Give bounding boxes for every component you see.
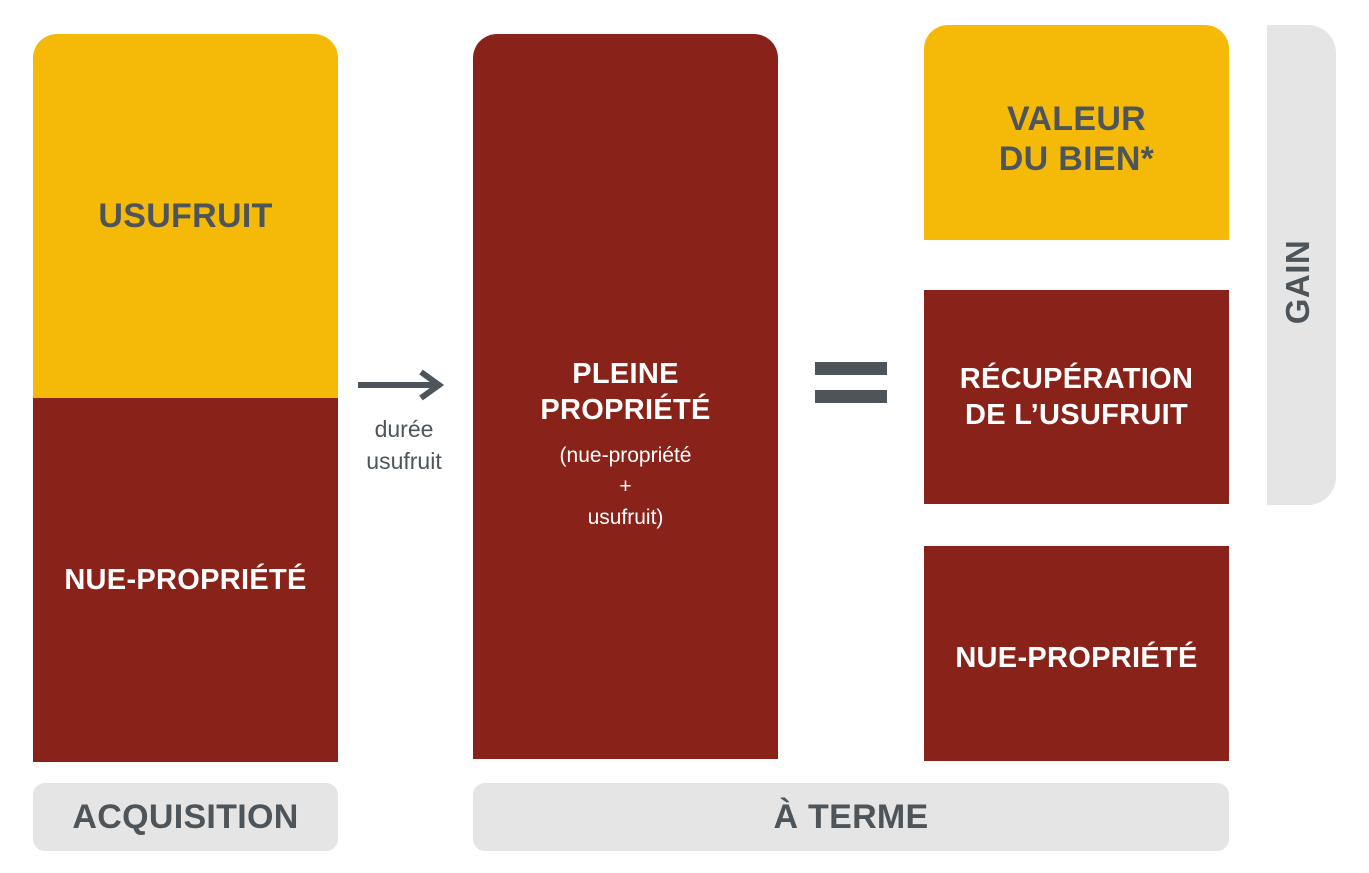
gain-label: GAIN bbox=[1279, 239, 1316, 325]
caption-line-2: usufruit bbox=[366, 448, 442, 474]
usufruit-label: USUFRUIT bbox=[98, 197, 273, 235]
acquisition-label-box: ACQUISITION bbox=[33, 783, 338, 851]
a-terme-label: À TERME bbox=[773, 798, 929, 836]
a-terme-label-box: À TERME bbox=[473, 783, 1229, 851]
gain-bracket bbox=[1267, 25, 1336, 505]
valeur-line-2: DU BIEN* bbox=[998, 139, 1155, 178]
pleine-title-line-2: PROPRIÉTÉ bbox=[540, 394, 711, 426]
recup-line-2: DE L’USUFRUIT bbox=[964, 399, 1188, 431]
usufruit-block: USUFRUIT bbox=[33, 34, 338, 398]
acquisition-label: ACQUISITION bbox=[72, 798, 299, 836]
nue-propriete-block-left: NUE-PROPRIÉTÉ bbox=[33, 398, 338, 762]
caption-line-1: durée bbox=[374, 416, 434, 442]
pleine-title-line-1: PLEINE bbox=[572, 358, 679, 390]
nue-propriete-label-left: NUE-PROPRIÉTÉ bbox=[64, 564, 307, 596]
nue-propriete-label-right: NUE-PROPRIÉTÉ bbox=[955, 641, 1198, 674]
equals-sign-top-bar bbox=[815, 362, 887, 375]
valeur-du-bien-block: VALEUR DU BIEN* bbox=[924, 25, 1229, 240]
pleine-sub-line-1: (nue-propriété bbox=[559, 444, 692, 467]
recup-line-1: RÉCUPÉRATION bbox=[959, 363, 1194, 395]
pleine-propriete-block: PLEINE PROPRIÉTÉ (nue-propriété + usufru… bbox=[473, 34, 778, 759]
duration-caption: durée usufruit bbox=[345, 413, 463, 477]
equals-sign-bottom-bar bbox=[815, 390, 887, 403]
arrow-right-icon bbox=[358, 369, 445, 401]
valeur-line-1: VALEUR bbox=[1006, 99, 1147, 138]
recuperation-usufruit-block: RÉCUPÉRATION DE L’USUFRUIT bbox=[924, 290, 1229, 504]
nue-propriete-block-right: NUE-PROPRIÉTÉ bbox=[924, 546, 1229, 761]
pleine-sub-line-3: usufruit) bbox=[587, 506, 664, 529]
pleine-sub-line-2: + bbox=[619, 475, 632, 498]
